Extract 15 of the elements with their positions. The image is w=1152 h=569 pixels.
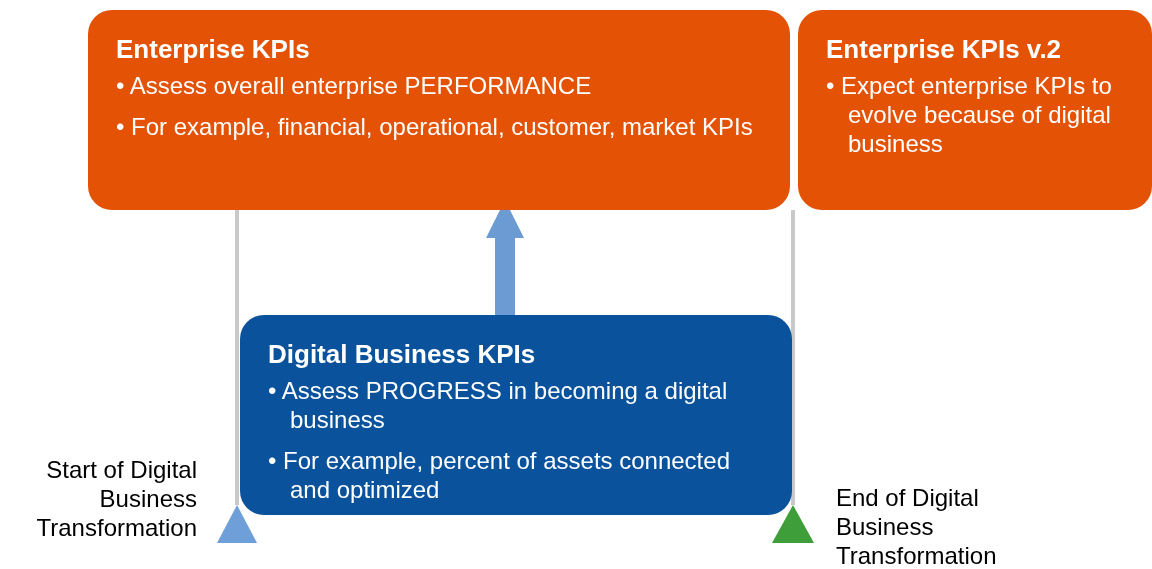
kpi-card [798,10,1152,210]
bullet-text: • Assess PROGRESS in becoming a digital business [268,376,729,434]
card-heading: Enterprise KPIs v.2 [826,34,1062,65]
kpi-card [88,10,790,210]
card-heading: Enterprise KPIs [116,34,310,65]
bullet-text: • Assess overall enterprise PERFORMANCE [116,71,593,100]
bullet-text: • For example, percent of assets connected and optimized [268,446,731,504]
kpi-card [240,315,792,515]
milestone-label: Start of Digital Business Transformation [35,455,197,542]
milestone-label: End of Digital Business Transformation [836,483,998,569]
timeline-line [791,210,795,505]
bullet-text: • For example, financial, operational, customer, market KPIs [116,112,754,141]
timeline-line [235,210,239,505]
card-heading: Digital Business KPIs [268,339,536,370]
bullet-text: • Expect enterprise KPIs to evolve because of digital business [826,71,1113,158]
